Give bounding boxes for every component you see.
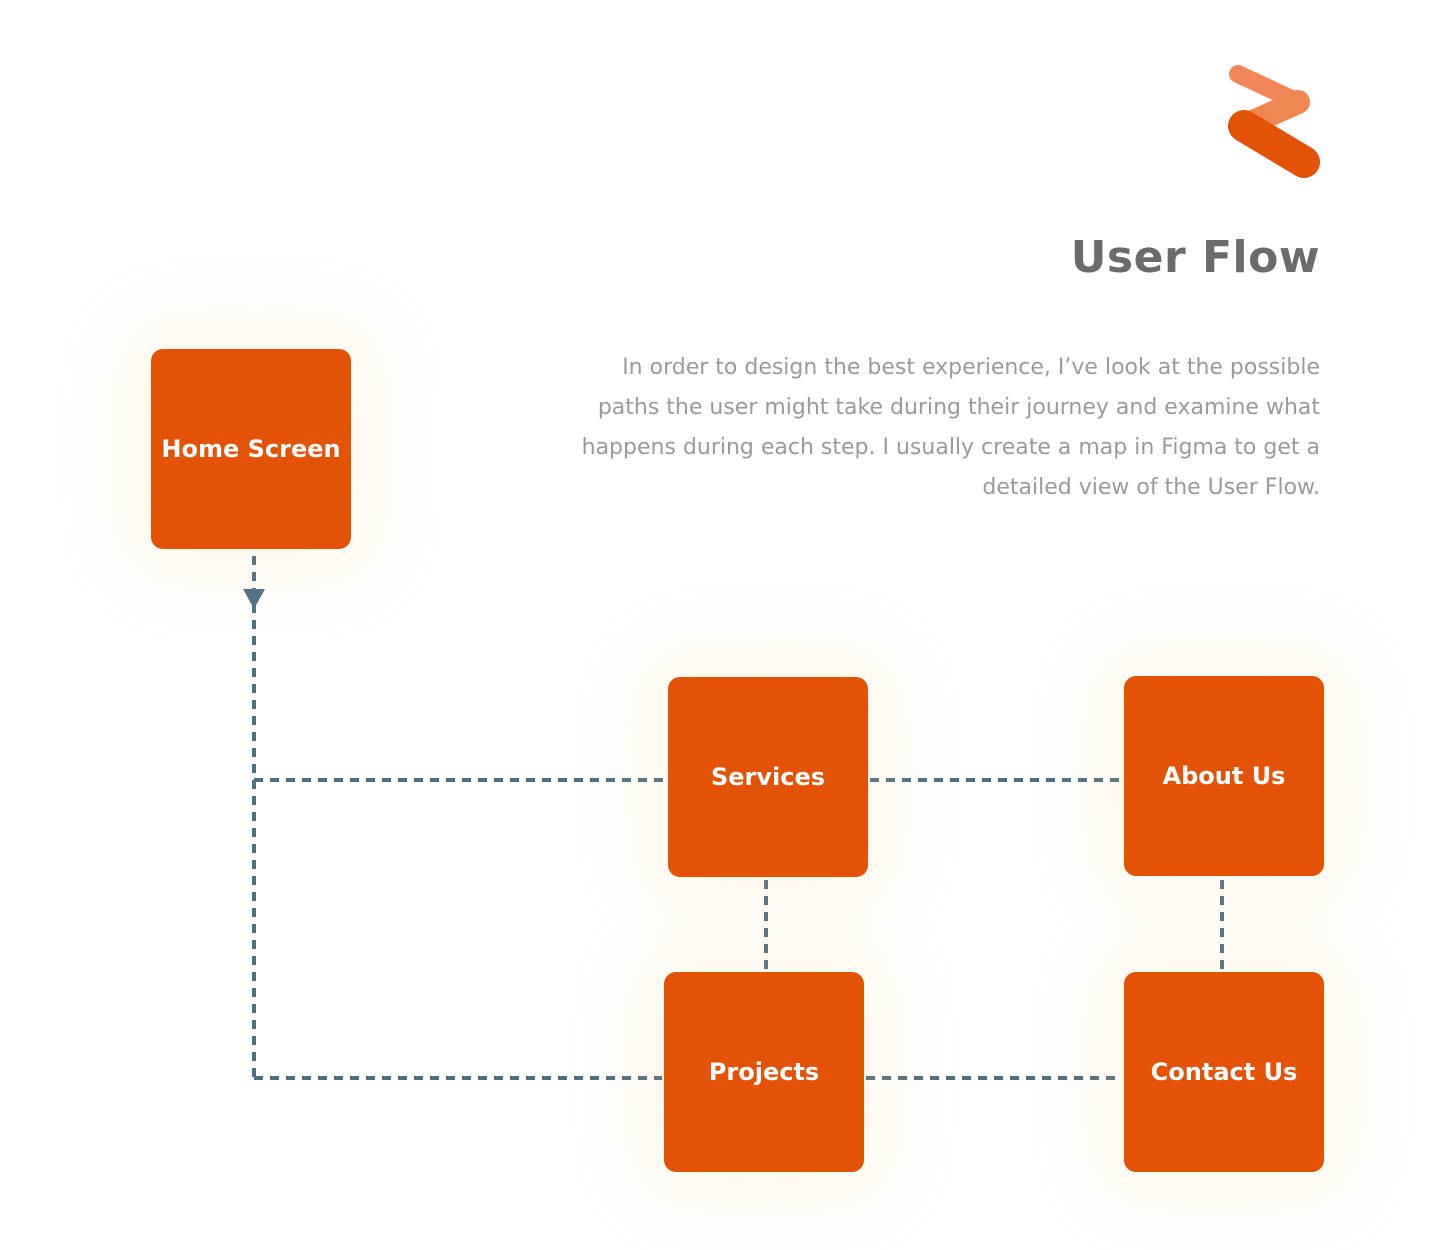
page-description: In order to design the best experience, … bbox=[581, 355, 1320, 500]
flow-node-projects: Projects bbox=[664, 972, 864, 1172]
flow-node-label: Services bbox=[710, 763, 826, 791]
flow-node-label: About Us bbox=[1162, 762, 1286, 790]
brand-logo-icon bbox=[1228, 65, 1320, 178]
flow-node-about-us: About Us bbox=[1124, 676, 1324, 876]
flow-node-label: Home Screen bbox=[161, 435, 341, 463]
page-title: User Flow bbox=[1070, 232, 1320, 283]
flow-node-contact-us: Contact Us bbox=[1124, 972, 1324, 1172]
flow-node-label: Contact Us bbox=[1150, 1058, 1298, 1086]
arrow-head-icon bbox=[243, 589, 265, 609]
flow-node-services: Services bbox=[668, 677, 868, 877]
flow-node-label: Projects bbox=[708, 1058, 820, 1086]
flow-node-home-screen: Home Screen bbox=[151, 349, 351, 549]
